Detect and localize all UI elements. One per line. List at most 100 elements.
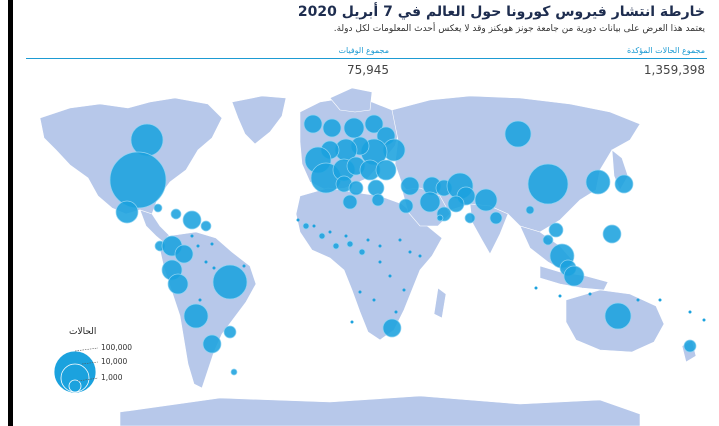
country-case-dot[interactable] — [658, 298, 662, 302]
legend-circle-2 — [68, 379, 82, 393]
country-case-bubble[interactable] — [303, 114, 323, 134]
country-case-dot[interactable] — [350, 320, 354, 324]
country-case-bubble[interactable] — [375, 159, 397, 181]
country-case-bubble[interactable] — [400, 176, 420, 196]
country-case-bubble[interactable] — [683, 339, 697, 353]
country-case-bubble[interactable] — [348, 180, 364, 196]
country-case-bubble[interactable] — [382, 318, 402, 338]
country-case-bubble[interactable] — [302, 222, 310, 230]
country-case-bubble[interactable] — [504, 120, 532, 148]
country-case-dot[interactable] — [378, 260, 382, 264]
country-case-dot[interactable] — [344, 234, 348, 238]
confirmed-cases-value: 1,359,398 — [643, 63, 705, 77]
land-india — [469, 203, 509, 255]
page-title: خارطة انتشار فيروس كورونا حول العالم في … — [297, 4, 705, 20]
country-case-dot[interactable] — [312, 224, 316, 228]
country-case-bubble[interactable] — [398, 198, 414, 214]
left-edge-bar — [8, 0, 13, 426]
country-case-bubble[interactable] — [343, 117, 365, 139]
country-case-bubble[interactable] — [223, 325, 237, 339]
land-madagascar — [433, 287, 447, 319]
country-case-dot[interactable] — [388, 274, 392, 278]
country-case-bubble[interactable] — [202, 334, 222, 354]
country-case-dot[interactable] — [372, 298, 376, 302]
country-case-bubble[interactable] — [585, 169, 611, 195]
country-case-dot[interactable] — [534, 286, 538, 290]
country-case-bubble[interactable] — [130, 123, 164, 157]
legend-label-1000: 1,000 — [101, 373, 123, 382]
legend-circles — [53, 347, 99, 394]
country-case-bubble[interactable] — [322, 118, 342, 138]
legend-leader-line-2 — [77, 377, 99, 382]
legend-title: الحالات — [69, 327, 97, 337]
country-case-bubble[interactable] — [489, 211, 503, 225]
country-case-dot[interactable] — [210, 242, 214, 246]
confirmed-cases-label: مجموع الحالات المؤكدة — [626, 46, 705, 55]
legend-label-10000: 10,000 — [101, 357, 128, 366]
country-case-bubble[interactable] — [183, 303, 209, 329]
country-case-bubble[interactable] — [115, 200, 139, 224]
country-case-dot[interactable] — [688, 310, 692, 314]
country-case-bubble[interactable] — [230, 368, 238, 376]
country-case-dot[interactable] — [702, 318, 706, 322]
country-case-dot[interactable] — [408, 250, 412, 254]
land-antarctica — [119, 395, 641, 426]
country-case-bubble[interactable] — [527, 163, 569, 205]
country-case-dot[interactable] — [196, 244, 200, 248]
page-subtitle: يعتمد هذا العرض على بيانات دورية من جامع… — [333, 24, 705, 34]
land-greenland — [231, 95, 287, 145]
country-case-bubble[interactable] — [153, 203, 163, 213]
country-case-bubble[interactable] — [174, 244, 194, 264]
country-case-dot[interactable] — [402, 288, 406, 292]
country-case-bubble[interactable] — [170, 208, 182, 220]
deaths-label: مجموع الوفيات — [338, 46, 389, 55]
country-case-bubble[interactable] — [212, 264, 248, 300]
country-case-dot[interactable] — [394, 310, 398, 314]
country-case-dot[interactable] — [398, 238, 402, 242]
country-case-bubble[interactable] — [109, 151, 167, 209]
country-case-bubble[interactable] — [474, 188, 498, 212]
stats-divider — [26, 58, 707, 59]
country-case-bubble[interactable] — [542, 234, 554, 246]
country-case-dot[interactable] — [328, 230, 332, 234]
country-case-dot[interactable] — [198, 298, 202, 302]
country-case-dot[interactable] — [204, 260, 208, 264]
country-case-bubble[interactable] — [614, 174, 634, 194]
country-case-dot[interactable] — [636, 298, 640, 302]
land-scandinavia — [329, 87, 373, 113]
country-case-bubble[interactable] — [167, 273, 189, 295]
country-case-bubble[interactable] — [318, 232, 326, 240]
legend-leader-line-1 — [81, 361, 99, 365]
country-case-dot[interactable] — [366, 238, 370, 242]
country-case-dot[interactable] — [588, 292, 592, 296]
country-case-bubble[interactable] — [548, 222, 564, 238]
country-case-dot[interactable] — [296, 218, 300, 222]
country-case-bubble[interactable] — [346, 240, 354, 248]
country-case-bubble[interactable] — [447, 195, 465, 213]
country-case-bubble[interactable] — [182, 210, 202, 230]
country-case-dot[interactable] — [558, 294, 562, 298]
country-case-bubble[interactable] — [602, 224, 622, 244]
case-bubbles[interactable] — [109, 114, 706, 376]
country-case-dot[interactable] — [212, 266, 216, 270]
deaths-value: 75,945 — [347, 63, 389, 77]
country-case-bubble[interactable] — [358, 248, 366, 256]
country-case-bubble[interactable] — [419, 191, 441, 213]
country-case-bubble[interactable] — [436, 214, 444, 222]
country-case-bubble[interactable] — [200, 220, 212, 232]
country-case-bubble[interactable] — [342, 194, 358, 210]
country-case-bubble[interactable] — [525, 205, 535, 215]
country-case-dot[interactable] — [418, 254, 422, 258]
country-case-bubble[interactable] — [367, 179, 385, 197]
country-case-dot[interactable] — [242, 264, 246, 268]
country-case-dot[interactable] — [358, 290, 362, 294]
country-case-bubble[interactable] — [604, 302, 632, 330]
country-case-bubble[interactable] — [563, 265, 585, 287]
country-case-bubble[interactable] — [332, 242, 340, 250]
country-case-bubble[interactable] — [364, 114, 384, 134]
country-case-dot[interactable] — [378, 244, 382, 248]
country-case-dot[interactable] — [190, 234, 194, 238]
country-case-bubble[interactable] — [371, 193, 385, 207]
country-case-bubble[interactable] — [464, 212, 476, 224]
